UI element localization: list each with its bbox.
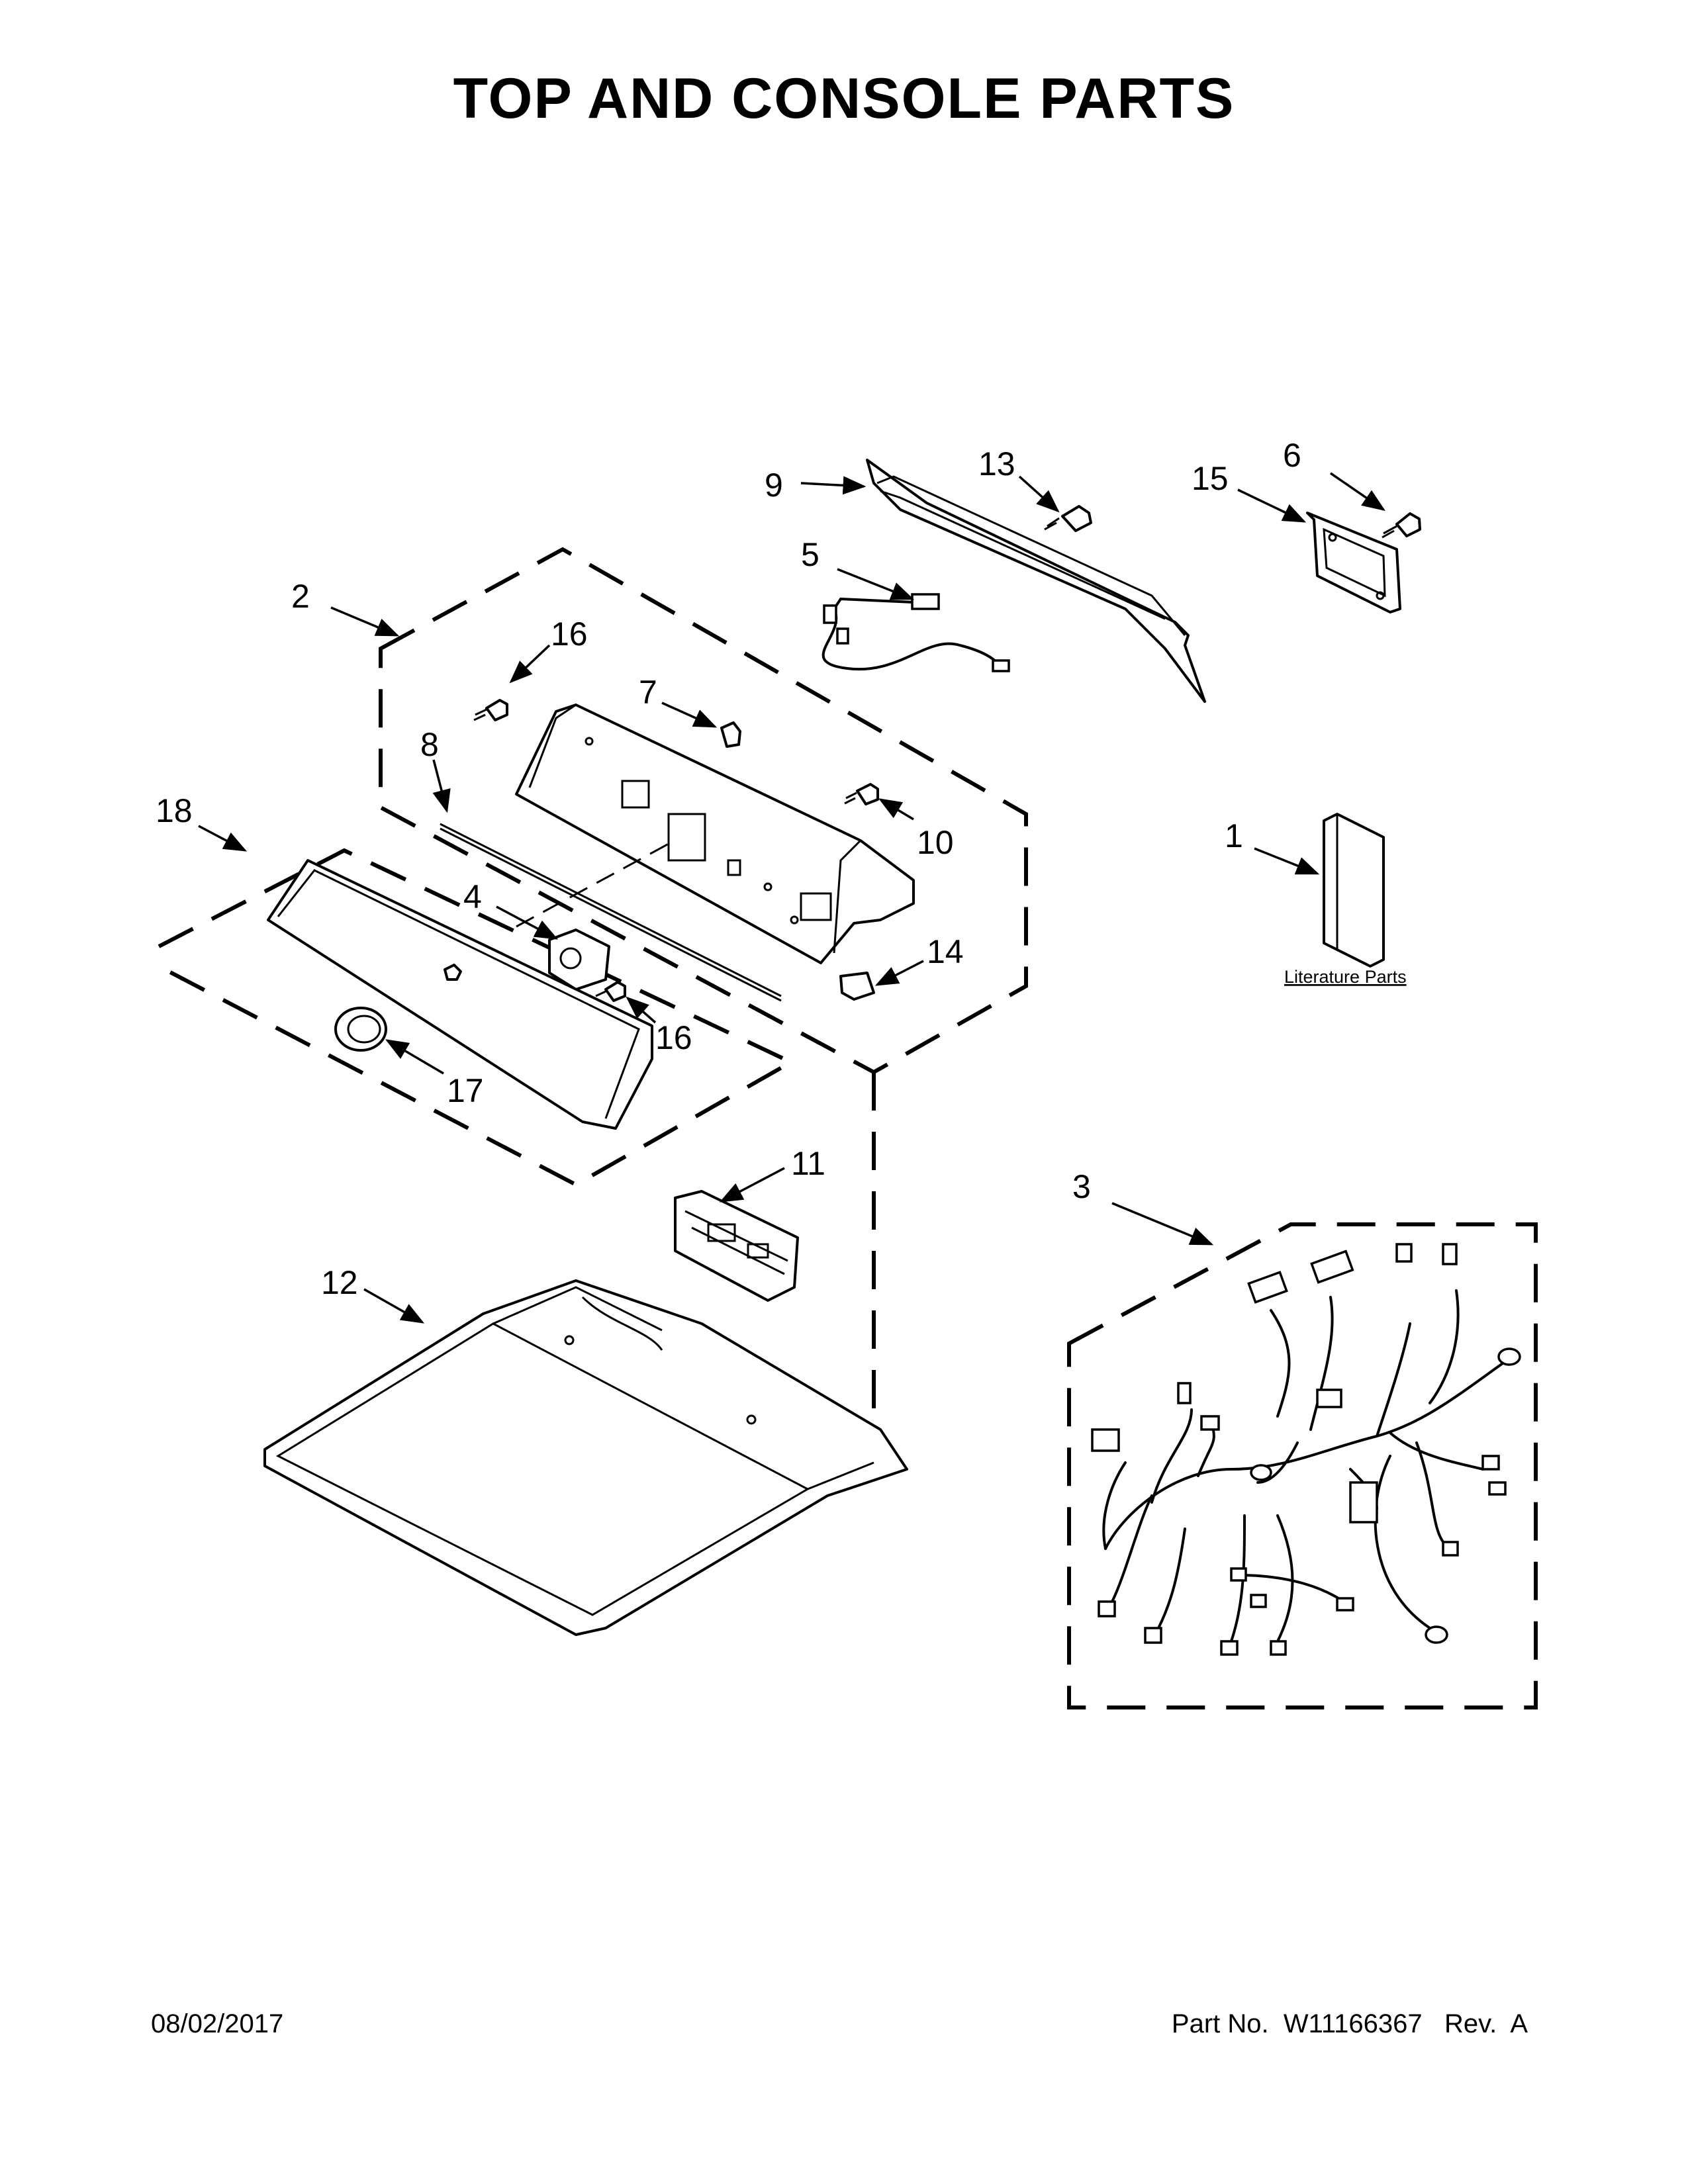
rev-label: Rev. [1444, 2009, 1497, 2038]
callout-16-lower: 16 [655, 1019, 692, 1056]
callout-13: 13 [978, 445, 1015, 482]
callout-9: 9 [765, 467, 783, 504]
wire-harness-group-outline [1067, 1222, 1538, 1709]
top-panel-12-part [263, 1279, 908, 1636]
callout-17: 17 [447, 1072, 484, 1109]
callout-16-upper: 16 [551, 615, 588, 653]
callout-leaders [198, 472, 1385, 1324]
page-title: TOP AND CONSOLE PARTS [453, 67, 1235, 130]
rev-value: A [1510, 2009, 1528, 2038]
console-panel-part [267, 859, 653, 1130]
callout-12: 12 [321, 1264, 358, 1301]
wire-harness-3-part [1091, 1243, 1521, 1656]
literature-parts-label: Literature Parts [1284, 967, 1407, 987]
knob-17-part [334, 1007, 387, 1052]
part-label: Part No. [1171, 2009, 1269, 2038]
footer-part-number: Part No. W11166367 Rev. A [1172, 2009, 1528, 2039]
wire-5-part [821, 593, 1010, 672]
console-trim-part [866, 459, 1206, 703]
clip-14-part [839, 972, 875, 1001]
console-group-outline [379, 547, 1028, 1449]
callout-5: 5 [801, 536, 820, 573]
callout-3: 3 [1072, 1168, 1091, 1205]
callout-15: 15 [1192, 460, 1229, 497]
callout-7: 7 [639, 674, 657, 711]
console-housing-part [515, 704, 915, 964]
screw-6-part [1382, 512, 1421, 539]
control-board-11-part [674, 1190, 799, 1302]
callout-8: 8 [420, 726, 439, 763]
strip-8-part [440, 823, 782, 1002]
callout-14: 14 [927, 933, 964, 970]
callout-6: 6 [1283, 437, 1301, 474]
screw-16-upper-part [473, 699, 508, 721]
callout-1: 1 [1225, 817, 1243, 854]
callout-4: 4 [463, 878, 482, 915]
part-number: W11166367 [1283, 2009, 1423, 2038]
footer-date: 08/02/2017 [151, 2009, 284, 2038]
console-panel-group-outline [158, 848, 796, 1187]
callout-2: 2 [291, 578, 310, 615]
clip-7-part [720, 721, 741, 748]
callout-18: 18 [156, 792, 193, 829]
callout-10: 10 [917, 824, 954, 861]
callout-11: 11 [791, 1145, 825, 1182]
literature-book-1-part [1323, 813, 1385, 968]
bracket-15-part [1306, 512, 1401, 614]
screw-13-part [1044, 505, 1092, 532]
switch-4-part [516, 842, 669, 991]
callout-numbers: 1 2 3 4 5 6 7 8 9 10 11 12 13 14 15 16 1… [156, 437, 1301, 1301]
screw-10-part [844, 783, 879, 805]
screw-16-lower-part [595, 981, 626, 1002]
